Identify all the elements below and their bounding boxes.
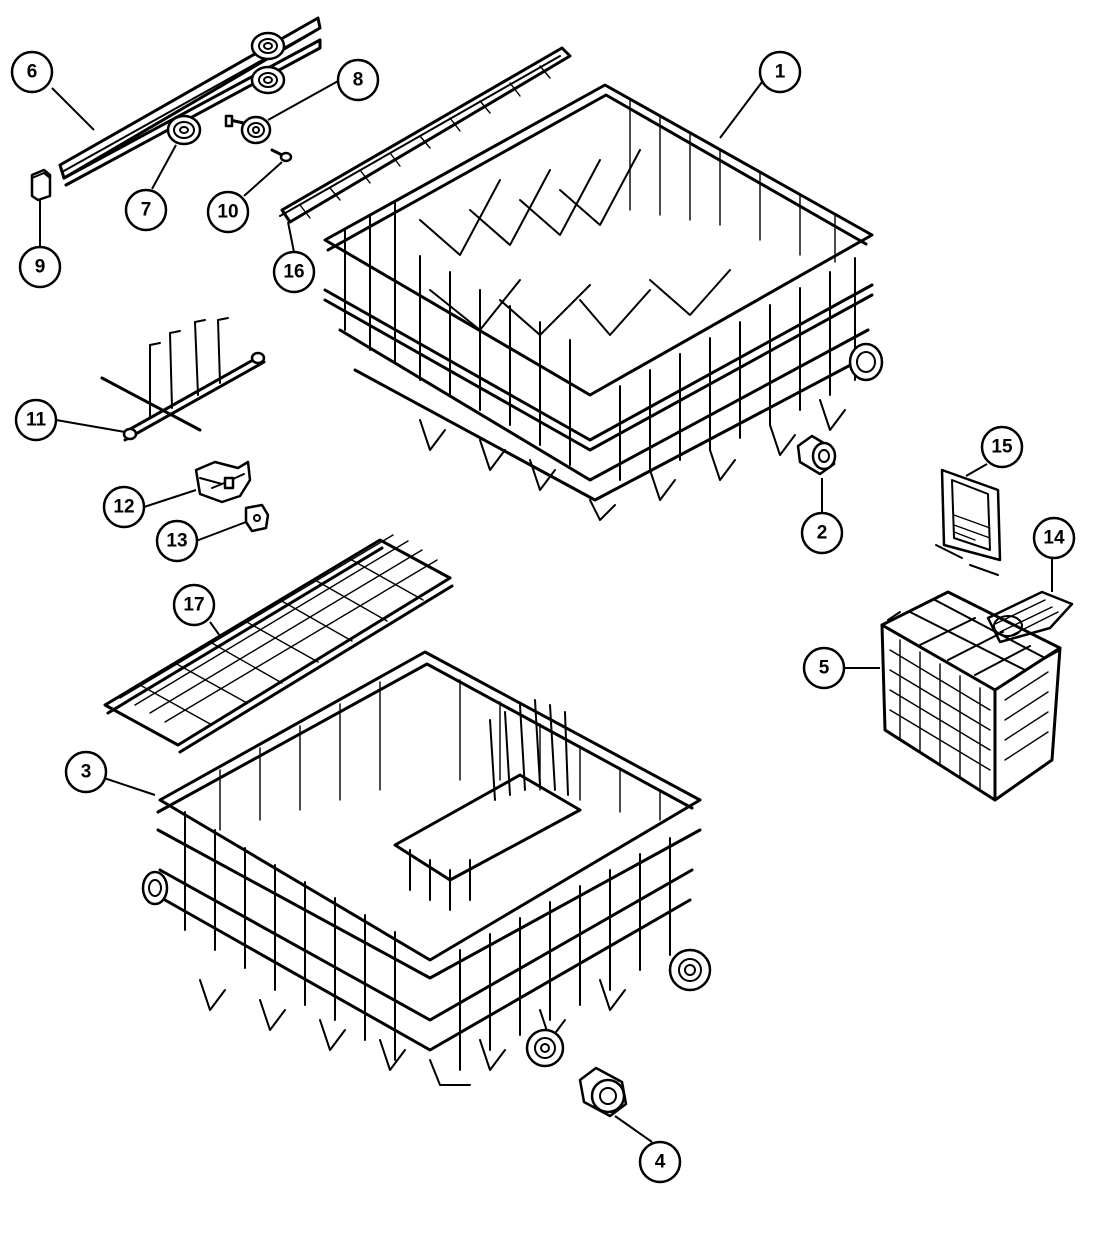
part-15-basket-lid — [935, 468, 1002, 576]
svg-text:14: 14 — [1043, 528, 1065, 549]
svg-text:6: 6 — [27, 62, 38, 83]
svg-text:15: 15 — [991, 437, 1013, 458]
callout-13: 13 — [155, 519, 199, 563]
svg-text:11: 11 — [26, 410, 47, 431]
svg-text:5: 5 — [819, 658, 830, 679]
leader-lines — [39, 79, 1053, 1143]
upper-rack-wheel — [848, 342, 884, 382]
leader-3 — [103, 777, 156, 796]
part-16-track-bracket — [279, 46, 572, 224]
callout-1: 1 — [758, 50, 802, 94]
leader-4 — [614, 1115, 653, 1143]
callout-17: 17 — [172, 583, 216, 627]
leader-10 — [243, 161, 283, 197]
svg-text:17: 17 — [183, 595, 204, 616]
svg-text:4: 4 — [655, 1152, 666, 1173]
part-9-end-stop — [30, 168, 52, 202]
part-2-wheel — [796, 434, 837, 476]
rail-wheel-top — [250, 31, 286, 61]
leader-6 — [51, 87, 95, 131]
part-5-silverware-basket — [880, 590, 1062, 802]
part-11-fold-down-tines — [100, 317, 266, 442]
svg-text:16: 16 — [283, 262, 304, 283]
part-14-basket-cover — [986, 590, 1074, 644]
rail-wheel-middle — [250, 65, 286, 95]
callout-9: 9 — [18, 245, 62, 289]
callout-2: 2 — [800, 511, 844, 555]
callout-16: 16 — [272, 250, 316, 294]
svg-text:1: 1 — [775, 62, 786, 83]
callouts: 1 2 3 4 5 6 7 8 — [10, 50, 1076, 1184]
leader-17 — [209, 621, 221, 637]
part-13-bracket — [244, 503, 270, 533]
leader-13 — [195, 521, 247, 542]
callout-10: 10 — [206, 190, 250, 234]
lower-rack-wheel-right — [668, 948, 712, 992]
svg-text:2: 2 — [817, 523, 828, 544]
svg-text:7: 7 — [141, 200, 152, 221]
part-10-screw — [270, 148, 293, 163]
leader-7 — [151, 144, 177, 190]
part-8-wheel-axle — [224, 114, 272, 145]
leader-11 — [55, 419, 126, 433]
svg-text:13: 13 — [166, 531, 187, 552]
callout-8: 8 — [336, 58, 380, 102]
callout-11: 11 — [14, 398, 58, 442]
callout-4: 4 — [638, 1140, 682, 1184]
svg-text:3: 3 — [81, 762, 92, 783]
part-12-clip — [194, 460, 252, 504]
callout-12: 12 — [102, 485, 146, 529]
callout-15: 15 — [980, 425, 1024, 469]
callout-14: 14 — [1032, 516, 1076, 560]
svg-text:10: 10 — [217, 202, 238, 223]
lower-rack-wheel-front — [525, 1028, 565, 1068]
part-3-lower-rack — [141, 650, 712, 1086]
callout-5: 5 — [802, 646, 846, 690]
leader-8 — [267, 79, 341, 121]
part-4-wheel — [578, 1066, 628, 1118]
callout-7: 7 — [124, 188, 168, 232]
part-7-roller — [166, 114, 202, 146]
leader-16 — [287, 221, 295, 253]
callout-3: 3 — [64, 750, 108, 794]
svg-text:8: 8 — [353, 70, 364, 91]
leader-15 — [965, 463, 988, 477]
part-17-shelf — [103, 534, 454, 754]
svg-text:9: 9 — [35, 257, 46, 278]
part-1-upper-rack — [323, 83, 884, 521]
svg-text:12: 12 — [113, 497, 134, 518]
leader-12 — [143, 489, 197, 508]
callout-6: 6 — [10, 50, 54, 94]
part-6-rack-slide-rail — [58, 16, 322, 187]
leader-1 — [719, 81, 763, 139]
